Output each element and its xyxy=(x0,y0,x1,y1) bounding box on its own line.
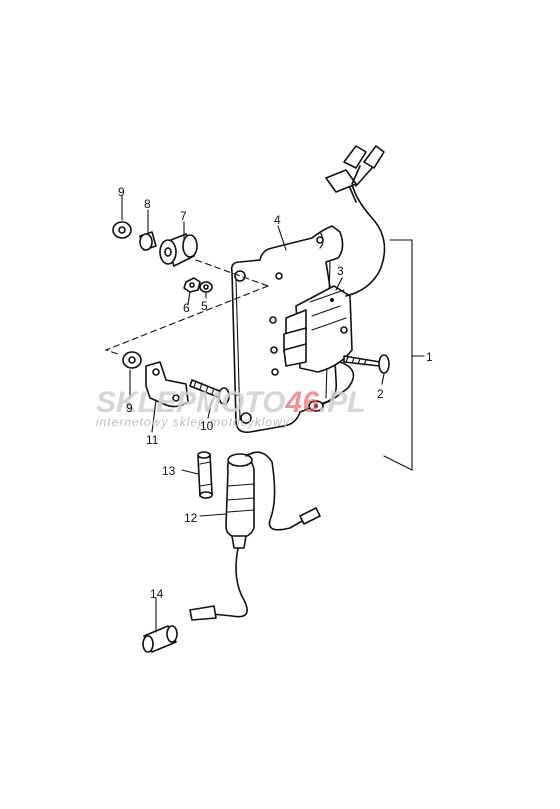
callout-10: 10 xyxy=(200,419,214,433)
collar-8 xyxy=(139,231,157,251)
bolt-2 xyxy=(343,354,390,374)
watermark-part2: MOTO xyxy=(196,386,285,419)
nut-6 xyxy=(183,277,201,293)
callout-9-top: 9 xyxy=(118,185,125,199)
washer-5 xyxy=(199,281,213,293)
callout-3: 3 xyxy=(337,264,344,278)
callout-14: 14 xyxy=(150,587,164,601)
callout-7: 7 xyxy=(180,209,187,223)
svg-text:SKLEPMOTO46.PL: SKLEPMOTO46.PL xyxy=(96,386,366,419)
regulator-rectifier xyxy=(283,285,353,373)
assembly-bracket-1 xyxy=(383,239,413,471)
callout-9-lower: 9 xyxy=(126,401,133,415)
washer-9-lower xyxy=(122,351,142,369)
callout-12: 12 xyxy=(184,511,198,525)
watermark: SKLEPMOTO46.PL internetowy sklep motocyk… xyxy=(96,386,366,429)
clamp-11 xyxy=(145,361,189,408)
screw-10 xyxy=(189,379,230,405)
washer-9-top xyxy=(112,221,132,239)
callout-13: 13 xyxy=(162,464,176,478)
callout-1: 1 xyxy=(426,350,433,364)
callout-11: 11 xyxy=(146,433,159,447)
fuse-13 xyxy=(197,451,213,499)
leader-lines xyxy=(121,195,385,633)
callout-6: 6 xyxy=(183,301,190,315)
watermark-tagline: internetowy sklep motocyklowy xyxy=(96,415,290,429)
connector-sleeve-14 xyxy=(142,625,178,653)
watermark-part4: .PL xyxy=(319,386,366,419)
watermark-part3: 46 xyxy=(284,386,319,419)
grommet-7 xyxy=(159,233,198,267)
callout-5: 5 xyxy=(201,299,208,313)
callout-8: 8 xyxy=(144,197,151,211)
fuse-holder-12 xyxy=(189,451,321,621)
watermark-part1: SKLEP xyxy=(96,386,197,419)
regulator-wiring xyxy=(308,145,386,412)
callout-4: 4 xyxy=(274,213,281,227)
callout-labels: 1 2 3 4 5 6 7 8 9 9 10 11 12 13 14 xyxy=(118,185,433,601)
callout-2: 2 xyxy=(377,387,384,401)
dashed-line-upper xyxy=(104,259,269,355)
